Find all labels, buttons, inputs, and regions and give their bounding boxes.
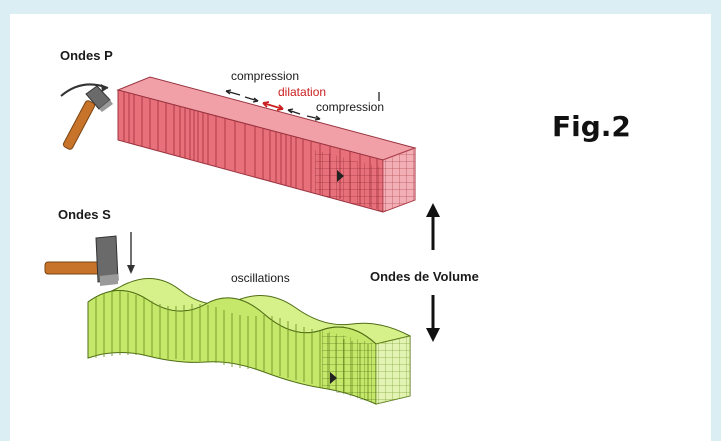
oscillations-label: oscillations — [231, 271, 290, 285]
body-waves-label: Ondes de Volume — [370, 269, 479, 284]
dilatation-label: dilatation — [278, 85, 327, 99]
p-wave-label: Ondes P — [60, 48, 113, 63]
arrow-up-icon — [426, 203, 440, 250]
s-wave-direction-marker — [330, 372, 337, 384]
hammer-icon — [44, 232, 135, 286]
p-wave-annotation-arrows — [225, 89, 380, 121]
p-wave-block — [116, 76, 417, 213]
figure-title: Fig.2 — [552, 110, 631, 143]
p-wave-direction-marker — [337, 170, 344, 182]
s-wave-label: Ondes S — [58, 207, 111, 222]
compression-label: compression — [231, 69, 300, 83]
hammer-icon — [60, 83, 113, 150]
compression-label: compression — [316, 100, 385, 114]
s-wave-block — [87, 278, 412, 405]
arrow-down-icon — [426, 295, 440, 342]
